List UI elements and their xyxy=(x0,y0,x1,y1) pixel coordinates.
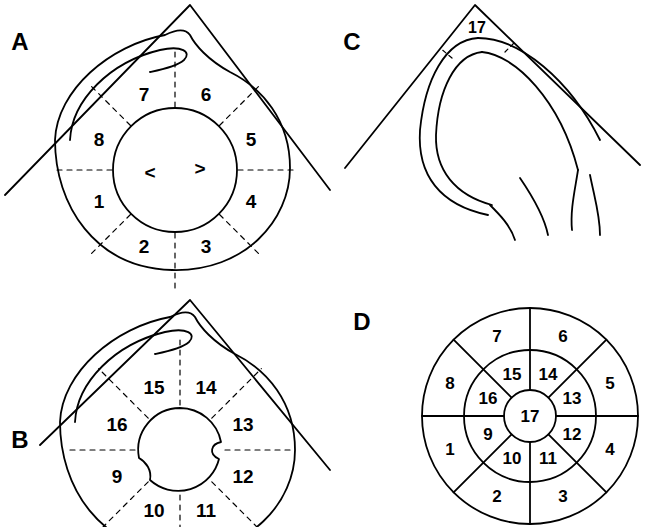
segment-number: 4 xyxy=(246,192,257,211)
lv-cavity-papillary xyxy=(138,408,221,491)
segment-number: 4 xyxy=(605,441,614,458)
segment-dividers xyxy=(65,335,295,527)
segment-number: 17 xyxy=(521,408,540,425)
segment-number: 7 xyxy=(492,328,501,345)
segment-number: 2 xyxy=(139,237,150,256)
lv-wall xyxy=(420,38,488,215)
panel-letter: D xyxy=(353,310,370,334)
lv-wall xyxy=(436,52,492,205)
segment-number: 14 xyxy=(195,378,216,397)
segment-number: 5 xyxy=(605,375,614,392)
segment-number: 15 xyxy=(503,366,522,383)
valve xyxy=(520,178,548,235)
heart-outline xyxy=(60,312,295,527)
segment-number: 6 xyxy=(201,85,212,104)
segment-number: 10 xyxy=(143,501,164,520)
segment-number: 14 xyxy=(539,366,558,383)
segment-number: 2 xyxy=(492,488,501,505)
papillary-mark: > xyxy=(194,159,205,178)
heart-outline xyxy=(55,30,290,270)
panel-letter: B xyxy=(11,428,28,452)
bullseye-ring xyxy=(422,308,638,524)
sector-outline xyxy=(40,300,330,470)
segment-number: 12 xyxy=(232,467,253,486)
segment-number: 13 xyxy=(232,415,253,434)
segment-number: 17 xyxy=(468,20,486,36)
bullseye-dividers xyxy=(422,308,638,524)
segment-number: 9 xyxy=(483,426,492,443)
segment-number: 12 xyxy=(563,426,582,443)
segment-number: 11 xyxy=(539,450,557,467)
apex-divider xyxy=(440,42,515,58)
segment-dividers xyxy=(53,48,297,292)
lv-cavity xyxy=(113,108,237,232)
segment-number: 5 xyxy=(246,130,257,149)
valve xyxy=(572,170,578,230)
segment-number: 6 xyxy=(558,328,567,345)
segment-number: 13 xyxy=(563,390,582,407)
panel-letter: C xyxy=(343,30,360,54)
segment-number: 1 xyxy=(445,441,454,458)
segment-number: 8 xyxy=(445,375,454,392)
segment-number: 1 xyxy=(94,192,105,211)
segment-number: 10 xyxy=(503,450,522,467)
valve xyxy=(490,205,515,240)
segment-number: 11 xyxy=(196,501,216,520)
segment-number: 8 xyxy=(94,130,105,149)
segment-number: 3 xyxy=(558,488,567,505)
panel-letter: A xyxy=(11,30,28,54)
rv-cavity xyxy=(70,48,187,140)
valve xyxy=(590,175,600,235)
sector-outline xyxy=(345,5,640,168)
lv-wall xyxy=(482,52,578,170)
segment-number: 16 xyxy=(479,390,498,407)
segment-number: 9 xyxy=(112,467,123,486)
segment-number: 7 xyxy=(139,85,150,104)
segment-number: 15 xyxy=(143,378,164,397)
segment-number: 3 xyxy=(201,237,212,256)
segment-number: 16 xyxy=(106,415,127,434)
papillary-mark: < xyxy=(144,163,155,182)
